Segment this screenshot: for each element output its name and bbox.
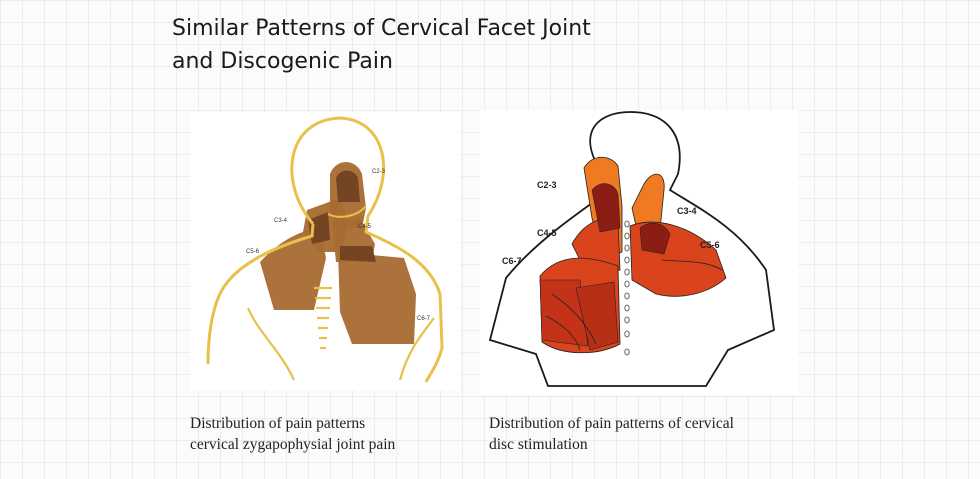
disc-stimulation-diagram: C2-3 C3-4 C4-5 C5-6 C6-7	[488, 111, 775, 387]
overlap-zone	[539, 279, 589, 347]
shoulder-blade-line	[398, 317, 435, 381]
label-c5-6: C5-6	[700, 240, 720, 250]
contour-line	[551, 293, 597, 345]
label-c3-4: C3-4	[677, 206, 697, 216]
label-c2-3: C2-3	[372, 169, 386, 175]
label-c2-3: C2-3	[537, 180, 557, 190]
contour-line	[661, 259, 723, 271]
caption-right-line-1: Distribution of pain patterns of cervica…	[489, 415, 734, 432]
slide-title: Similar Patterns of Cervical Facet Joint…	[172, 12, 732, 78]
caption-left-line-1: Distribution of pain patterns	[190, 415, 366, 432]
body-outline	[206, 116, 444, 383]
label-c4-5: C4-5	[358, 224, 372, 230]
spine-dashes	[314, 286, 332, 350]
label-c5-6: C5-6	[246, 249, 260, 255]
contour-line	[545, 315, 581, 351]
caption-left-line-2: cervical zygapophysial joint pain	[190, 436, 396, 453]
disc-stimulation-figure: C2-3 C3-4 C4-5 C5-6 C6-7	[480, 110, 798, 395]
title-line-1: Similar Patterns of Cervical Facet Joint	[172, 16, 591, 41]
spine-vertebrae	[624, 220, 630, 356]
label-c3-4: C3-4	[274, 218, 288, 224]
neck-line	[327, 205, 367, 218]
caption-right-line-2: disc stimulation	[489, 436, 588, 453]
overlap-zone	[340, 246, 376, 262]
overlap-zone	[639, 222, 671, 255]
facet-joint-diagram: C2-3 C3-4 C4-5 C5-6 C6-7	[206, 116, 444, 383]
label-c4-5: C4-5	[537, 228, 557, 238]
caption-disc-stimulation: Distribution of pain patterns of cervica…	[489, 413, 809, 455]
facet-joint-figure: C2-3 C3-4 C4-5 C5-6 C6-7	[190, 112, 460, 390]
shoulder-blade-line	[246, 307, 295, 381]
title-line-2: and Discogenic Pain	[172, 49, 393, 74]
label-c6-7: C6-7	[417, 316, 431, 322]
overlap-zone	[336, 170, 360, 202]
label-c6-7: C6-7	[502, 256, 522, 266]
overlap-zone	[575, 281, 619, 351]
zone-c6-7	[338, 252, 416, 344]
overlap-zone	[591, 183, 621, 233]
caption-facet-joint: Distribution of pain patterns cervical z…	[190, 413, 470, 455]
